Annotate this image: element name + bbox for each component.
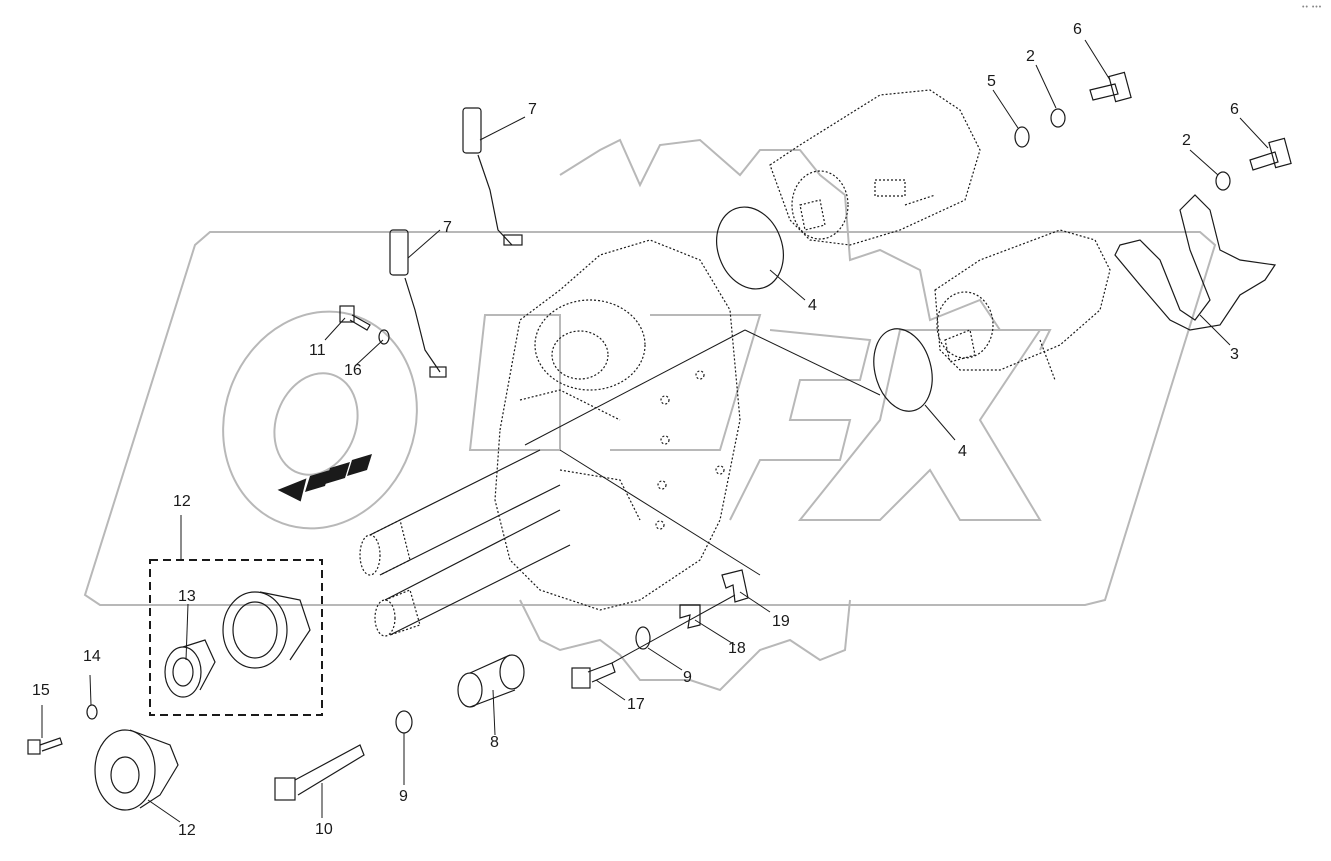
washer-9a	[395, 710, 413, 734]
bearing-13	[164, 639, 216, 698]
callout-7: 7	[528, 101, 537, 118]
bolt-10	[274, 744, 365, 801]
hydraulic-pump-lower	[934, 229, 1111, 381]
corner-mark: •• •••	[1302, 4, 1323, 11]
callout-3: 3	[1230, 346, 1239, 363]
callout-13: 13	[178, 588, 196, 605]
callout-7: 7	[443, 219, 452, 236]
callout-8: 8	[490, 734, 499, 751]
bolt-right	[1249, 137, 1292, 171]
callout-14: 14	[83, 648, 101, 665]
callout-19: 19	[772, 613, 790, 630]
bolt-top	[1089, 71, 1132, 103]
callout-10: 10	[315, 821, 333, 838]
arrow-icon	[277, 478, 307, 502]
callout-9: 9	[683, 669, 692, 686]
hydraulic-pump-upper	[769, 89, 981, 246]
flange-bearing-12	[94, 729, 179, 811]
washer-16	[378, 329, 390, 345]
callout-6: 6	[1230, 101, 1239, 118]
callout-16: 16	[344, 362, 362, 379]
callout-18: 18	[728, 640, 746, 657]
washer-2b	[1215, 171, 1231, 191]
screw-11	[339, 305, 371, 331]
callout-4: 4	[808, 297, 817, 314]
input-shafts	[359, 449, 571, 637]
bearing-kit-box	[149, 559, 323, 716]
washer-5	[1014, 126, 1030, 148]
callout-6: 6	[1073, 21, 1082, 38]
washer-2a	[1050, 108, 1066, 128]
speed-sensor-lower	[389, 229, 447, 378]
bearing-housing-12	[222, 591, 311, 669]
callout-12: 12	[173, 493, 191, 510]
spacer-8	[457, 654, 525, 708]
washer-14	[86, 704, 98, 720]
bolt-15	[27, 737, 63, 755]
gearbox-housing	[494, 239, 741, 611]
o-ring-lower	[873, 328, 933, 412]
bracket	[1114, 194, 1277, 331]
callout-15: 15	[32, 682, 50, 699]
callout-2: 2	[1182, 132, 1191, 149]
watermark	[83, 138, 1217, 692]
callout-4: 4	[958, 443, 967, 460]
callout-9: 9	[399, 788, 408, 805]
callout-17: 17	[627, 696, 645, 713]
o-ring-upper	[716, 206, 784, 290]
speed-sensor-upper	[462, 107, 523, 246]
leader-lines	[41, 39, 1269, 823]
callout-12: 12	[178, 822, 196, 839]
bolt-17	[571, 662, 616, 689]
shim-19	[721, 569, 749, 603]
washer-9b	[635, 626, 651, 650]
callout-2: 2	[1026, 48, 1035, 65]
callout-5: 5	[987, 73, 996, 90]
callout-11: 11	[309, 342, 326, 359]
shim-18	[679, 604, 701, 629]
